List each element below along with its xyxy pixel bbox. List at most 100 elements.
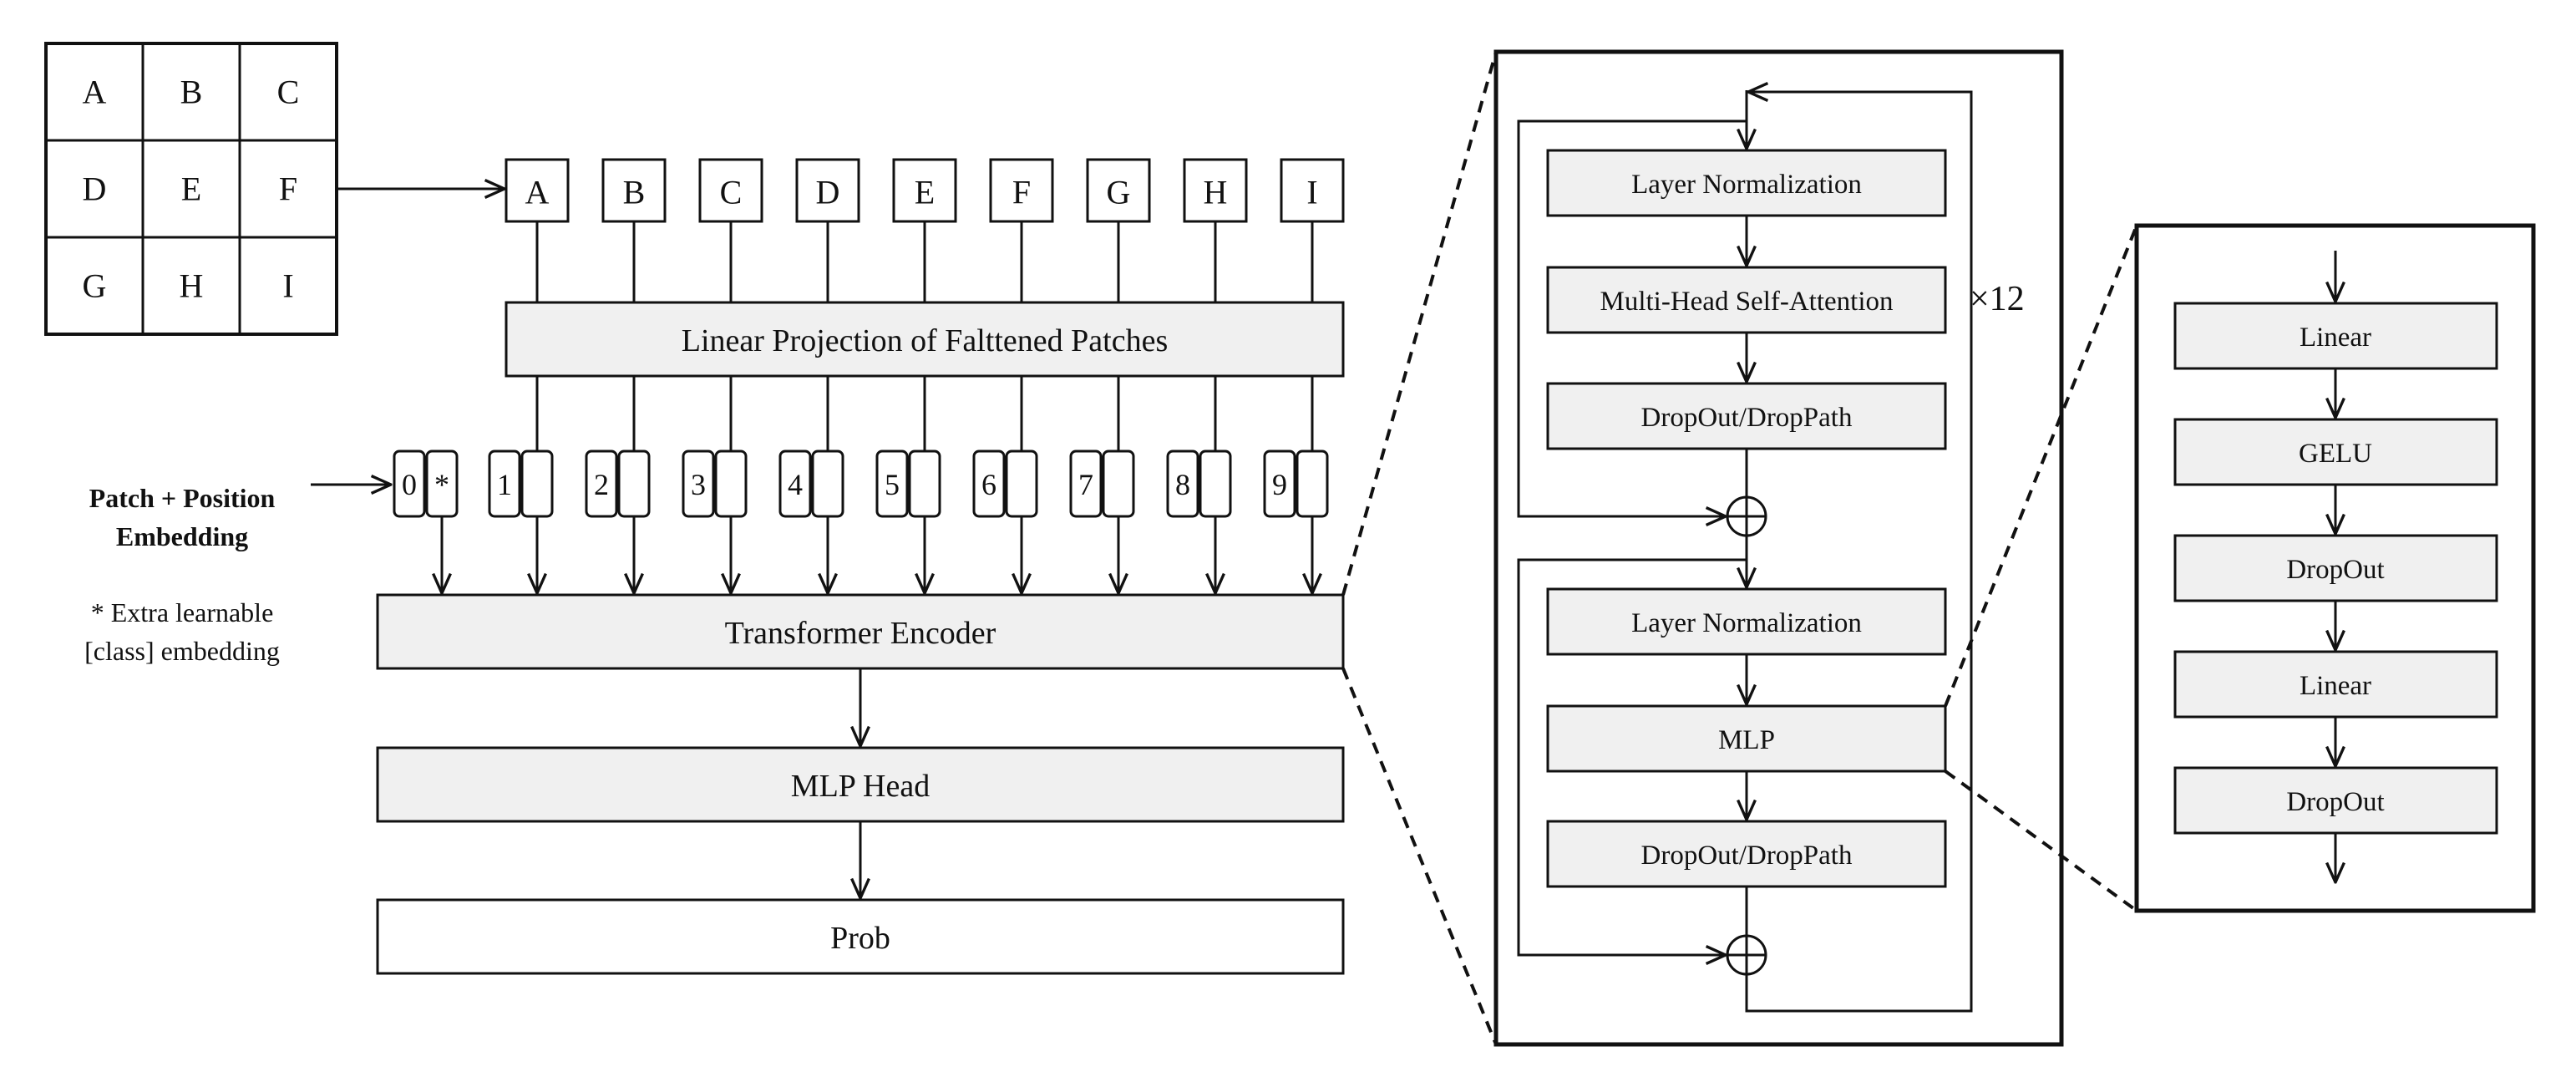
mlp-gelu-label: GELU xyxy=(2299,439,2372,469)
patch-embedding-box xyxy=(714,450,748,518)
patch-embedding-box xyxy=(1102,450,1135,518)
transformer-encoder-label: Transformer Encoder xyxy=(725,616,996,651)
position-index-box xyxy=(1069,450,1103,518)
self-attention-box xyxy=(1546,266,1947,334)
patch-embedding-box xyxy=(1199,450,1232,518)
patch-label: I xyxy=(1306,174,1317,211)
mlp-label: MLP xyxy=(1718,725,1775,755)
patch-box xyxy=(989,158,1054,223)
input-image-grid: A B C D E F G H I xyxy=(44,42,338,336)
layer-norm-2-box xyxy=(1546,587,1947,656)
repeat-count-label: ×12 xyxy=(1970,280,2025,318)
position-index-box xyxy=(585,450,618,518)
position-index-box xyxy=(1263,450,1296,518)
residual-add-1-icon xyxy=(1726,495,1767,537)
patch-box xyxy=(1086,158,1151,223)
position-index-box xyxy=(778,450,812,518)
token-index: 6 xyxy=(981,468,996,501)
skip-connection-2 xyxy=(1517,558,1747,955)
zoom-line xyxy=(1341,51,1498,596)
patch-label: D xyxy=(816,174,840,211)
dropout-droppath-2-label: DropOut/DropPath xyxy=(1641,841,1853,871)
encoder-block-detail: Layer Normalization Multi-Head Self-Atte… xyxy=(1493,49,2064,1047)
patch-label: H xyxy=(1204,174,1228,211)
layer-norm-1-box xyxy=(1546,149,1947,217)
transformer-encoder-box xyxy=(376,593,1345,670)
prob-output-box xyxy=(376,898,1345,975)
patch-box xyxy=(892,158,957,223)
token-index: 1 xyxy=(497,468,512,501)
mlp-gelu-box xyxy=(2173,418,2498,486)
patch-embedding-box xyxy=(617,450,651,518)
mlp-linear-2-box xyxy=(2173,650,2498,719)
patch-label: F xyxy=(1012,174,1031,211)
patch-embedding-box xyxy=(1005,450,1038,518)
grid-cell-label: I xyxy=(282,267,293,305)
mlp-linear-2-label: Linear xyxy=(2300,671,2371,701)
token-index: 7 xyxy=(1078,468,1093,501)
position-index-box xyxy=(1166,450,1199,518)
patch-connectors xyxy=(535,221,1314,302)
patch-label: A xyxy=(525,174,550,211)
position-index-box xyxy=(488,450,521,518)
patch-box xyxy=(601,158,667,223)
mlp-detail-frame xyxy=(2134,223,2536,913)
layer-norm-2-label: Layer Normalization xyxy=(1631,608,1862,638)
dropout-droppath-2-box xyxy=(1546,820,1947,888)
dropout-droppath-1-label: DropOut/DropPath xyxy=(1641,403,1853,433)
position-index-box xyxy=(972,450,1006,518)
grid-cell-label: G xyxy=(83,267,107,305)
patch-embedding-box xyxy=(1296,450,1329,518)
mlp-head-label: MLP Head xyxy=(791,769,930,804)
patch-embedding-box xyxy=(520,450,554,518)
patch-label: E xyxy=(915,174,935,211)
patch-label: B xyxy=(623,174,646,211)
token-index: 2 xyxy=(594,468,609,501)
token-tag: * xyxy=(434,468,449,501)
patch-box xyxy=(1183,158,1248,223)
dropout-droppath-1-box xyxy=(1546,382,1947,450)
patch-box xyxy=(1280,158,1345,223)
class-note-line2: [class] embedding xyxy=(84,636,280,666)
patch-label: G xyxy=(1107,174,1131,211)
grid-cell-label: B xyxy=(180,74,203,111)
layer-norm-1-label: Layer Normalization xyxy=(1631,170,1862,200)
projection-connectors xyxy=(535,376,1314,451)
residual-add-2-icon xyxy=(1726,934,1767,976)
prob-output-label: Prob xyxy=(830,921,890,956)
patch-embedding-box xyxy=(811,450,844,518)
token-index: 4 xyxy=(788,468,803,501)
zoom-line xyxy=(1944,770,2138,912)
grid-cell-label: D xyxy=(83,170,107,208)
embedding-label-line2: Embedding xyxy=(116,521,248,551)
embedding-tokens: 0 * 1 2 3 4 5 6 7 8 xyxy=(393,450,1329,593)
grid-cell-label: F xyxy=(279,170,297,208)
patch-box xyxy=(698,158,763,223)
token-index: 3 xyxy=(691,468,706,501)
token-index: 0 xyxy=(402,468,417,501)
mlp-linear-1-label: Linear xyxy=(2300,323,2371,353)
skip-connection-1 xyxy=(1517,119,1747,516)
patch-row: A B C D E F G H I xyxy=(505,158,1345,223)
grid-cell-label: H xyxy=(180,267,204,305)
zoom-line xyxy=(1944,225,2138,707)
position-index-box xyxy=(682,450,715,518)
class-note-line1: * Extra learnable xyxy=(91,597,274,627)
grid-border xyxy=(44,42,338,336)
mlp-dropout-2-label: DropOut xyxy=(2286,787,2384,817)
encoder-block-frame xyxy=(1493,49,2064,1047)
token-index: 8 xyxy=(1175,468,1190,501)
repeat-loop-line xyxy=(1745,92,1973,1013)
mlp-dropout-1-label: DropOut xyxy=(2286,555,2384,585)
token-index: 5 xyxy=(885,468,900,501)
grid-cell-label: C xyxy=(277,74,300,111)
linear-projection-label: Linear Projection of Falttened Patches xyxy=(682,323,1169,358)
mlp-detail: Linear GELU DropOut Linear DropOut xyxy=(2134,223,2536,913)
position-index-box xyxy=(875,450,909,518)
mlp-dropout-2-box xyxy=(2173,766,2498,835)
self-attention-label: Multi-Head Self-Attention xyxy=(1600,287,1893,317)
token-index: 9 xyxy=(1272,468,1287,501)
patch-label: C xyxy=(720,174,743,211)
mlp-dropout-1-box xyxy=(2173,534,2498,602)
